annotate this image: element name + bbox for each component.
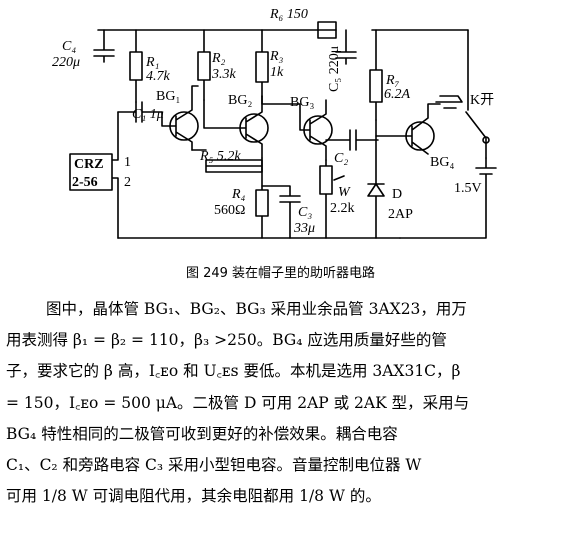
label-c4-name: C₄	[62, 39, 76, 54]
label-r7-val: 6.2A	[384, 87, 411, 102]
label-r3-name: R₃	[269, 49, 284, 64]
paragraph-line: C₁、C₂ 和旁路电容 C₃ 采用小型钽电容。音量控制电位器 W	[6, 456, 422, 475]
label-r1-val: 4.7k	[146, 69, 171, 84]
label-d-name: D	[392, 187, 402, 202]
body-paragraph: 图中，晶体管 BG₁、BG₂、BG₃ 采用业余品管 3AX23，用万 用表测得 …	[6, 294, 558, 512]
paragraph-line: = 150，I꜀ᴇᴏ = 500 μA。二极管 D 可用 2AP 或 2AK 型…	[6, 393, 470, 412]
c3-capacitor	[261, 185, 301, 239]
label-c3-val: 33μ	[293, 221, 315, 236]
k-switch-contact	[482, 136, 490, 144]
paragraph-line: BG₄ 特性相同的二极管可收到更好的补偿效果。耦合电容	[6, 424, 398, 443]
figure-caption: 图 249 装在帽子里的助听器电路	[185, 266, 376, 281]
c5-capacitor	[335, 29, 357, 65]
w-potentiometer	[319, 159, 345, 239]
label-c1: C₁ 1μ	[132, 107, 164, 122]
paragraph-line: 可用 1/8 W 可调电阻代用，其余电阻都用 1/8 W 的。	[6, 487, 381, 506]
label-r5: R₅ 5.2k	[199, 149, 241, 164]
label-bg4: BG₄	[430, 155, 454, 170]
paragraph-line: 子，要求它的 β 高，I꜀ᴇᴏ 和 U꜀ᴇꜱ 要低。本机是选用 3AX31C，β	[6, 362, 461, 381]
r1-resistor	[129, 29, 143, 103]
label-r4-val: 560Ω	[214, 203, 245, 218]
earphone	[435, 95, 463, 109]
crz-jack	[69, 111, 119, 239]
label-crz-1: CRZ	[74, 157, 104, 172]
label-bg3: BG₃	[290, 95, 314, 110]
c4-capacitor	[93, 29, 115, 63]
paragraph-line: 用表测得 β₁ = β₂ = 110，β₃ >250。BG₄ 应选用质量好些的管	[6, 331, 447, 350]
label-r1-name: R₁	[145, 55, 159, 70]
bg3-leads	[261, 95, 327, 161]
label-battery: 1.5V	[454, 181, 482, 196]
label-pin1: 1	[124, 155, 131, 170]
label-w-val: 2.2k	[330, 201, 355, 216]
label-pin2: 2	[124, 175, 131, 190]
d-diode	[367, 119, 385, 239]
label-c3-name: C₃	[298, 205, 312, 220]
label-r2-val: 3.3k	[211, 67, 237, 82]
label-r6: R₆ 150	[269, 7, 308, 22]
label-bg2: BG₂	[228, 93, 252, 108]
c1-capacitor	[117, 101, 163, 123]
bg2-leads	[203, 95, 263, 159]
label-c4-val: 220μ	[52, 55, 80, 70]
r3-resistor	[255, 29, 269, 97]
r6-resistor	[317, 21, 337, 39]
battery	[399, 157, 497, 239]
r4-resistor	[255, 157, 269, 239]
label-crz-2: 2-56	[72, 175, 98, 190]
label-c5: C₅ 220μ	[327, 46, 342, 92]
label-bg1: BG₁	[156, 89, 180, 104]
r7-resistor	[369, 29, 383, 121]
hearing-aid-circuit-diagram: R₆ 150 C₄ 220μ R₁ 4.7k R₂ 3.3k R₃ 1k R₇ …	[52, 7, 497, 239]
label-c2: C₂	[334, 151, 348, 166]
r2-resistor	[197, 29, 211, 101]
label-r4-name: R₄	[231, 187, 246, 202]
paragraph-line: 图中，晶体管 BG₁、BG₂、BG₃ 采用业余品管 3AX23，用万	[46, 300, 467, 318]
label-switch: K开	[470, 93, 494, 108]
label-d-val: 2AP	[388, 207, 413, 222]
c2-capacitor	[325, 129, 379, 151]
bg1-leads	[161, 85, 199, 151]
bg4-leads	[375, 103, 441, 155]
label-r2-name: R₂	[211, 51, 226, 66]
k-switch	[465, 29, 487, 159]
label-w-name: W	[338, 185, 351, 200]
label-r3-val: 1k	[270, 65, 284, 80]
label-r7-name: R₇	[385, 73, 400, 88]
